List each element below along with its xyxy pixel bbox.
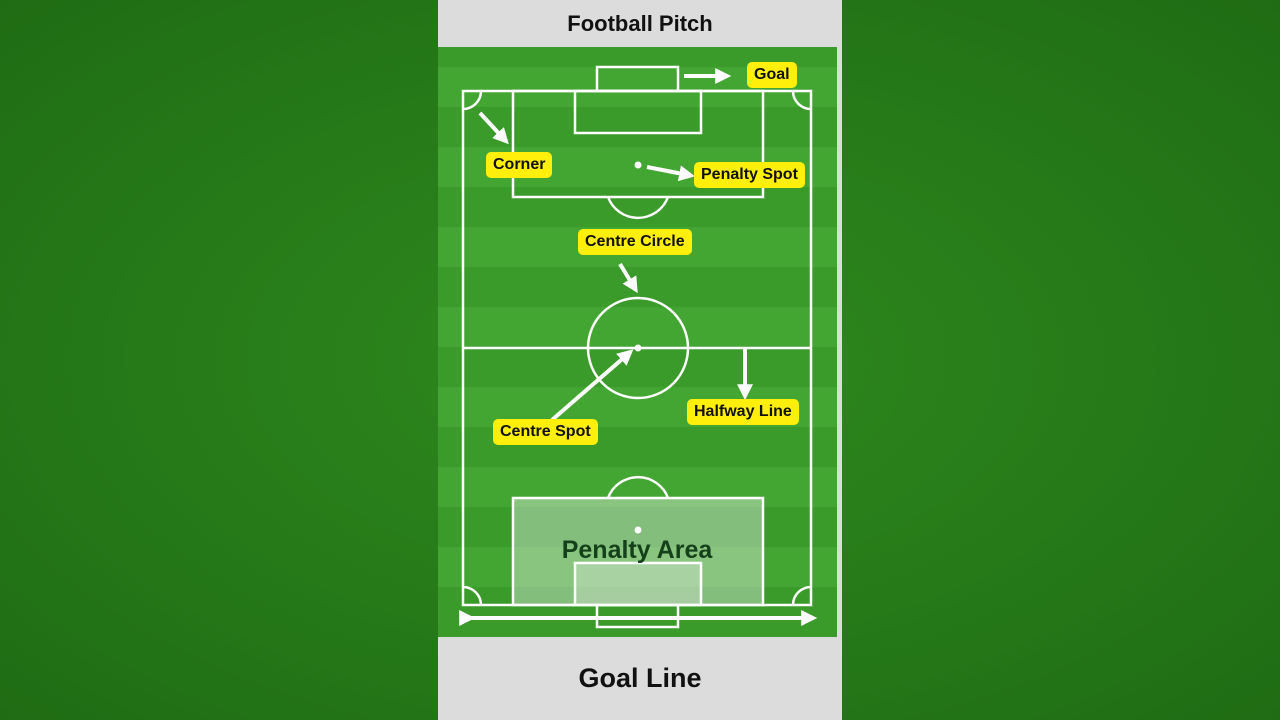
corner-arc-bottom-left xyxy=(462,585,483,606)
corner-arrow xyxy=(478,111,509,145)
penalty-spot-arrow xyxy=(646,165,696,182)
bottom-penalty-arc xyxy=(606,475,670,499)
corner-arc-top-right xyxy=(791,90,812,111)
centre-spot-arrow xyxy=(550,349,634,422)
top-goal-area xyxy=(573,89,703,135)
diagram-title: Football Pitch xyxy=(567,10,713,36)
corner-label: Corner xyxy=(486,152,553,178)
corner-arc-top-left xyxy=(462,90,483,111)
penalty-area-label: Penalty Area xyxy=(561,536,713,564)
top-penalty-arc xyxy=(606,196,670,220)
top-penalty-spot xyxy=(634,161,642,169)
corner-arc-bottom-right xyxy=(791,585,812,606)
bottom-penalty-spot xyxy=(634,526,642,534)
pitch-lines xyxy=(461,65,813,629)
halfway-line-label: Halfway Line xyxy=(687,399,799,425)
football-pitch: Goal Corner Penalty Spot Centre Circle C… xyxy=(438,47,837,637)
centre-circle-arrow xyxy=(618,262,638,294)
bottom-penalty-area xyxy=(511,496,765,607)
centre-circle-label: Centre Circle xyxy=(578,229,692,255)
diagram-panel: Football Pitch xyxy=(438,0,842,720)
centre-spot xyxy=(634,344,642,352)
goal-line-caption: Goal Line xyxy=(578,663,702,693)
penalty-spot-label: Penalty Spot xyxy=(694,162,805,188)
annotation-arrows xyxy=(459,68,818,626)
centre-circle xyxy=(586,296,690,400)
centre-spot-label: Centre Spot xyxy=(493,419,598,445)
bottom-goal-area xyxy=(573,561,703,607)
goal-label: Goal xyxy=(747,62,797,88)
